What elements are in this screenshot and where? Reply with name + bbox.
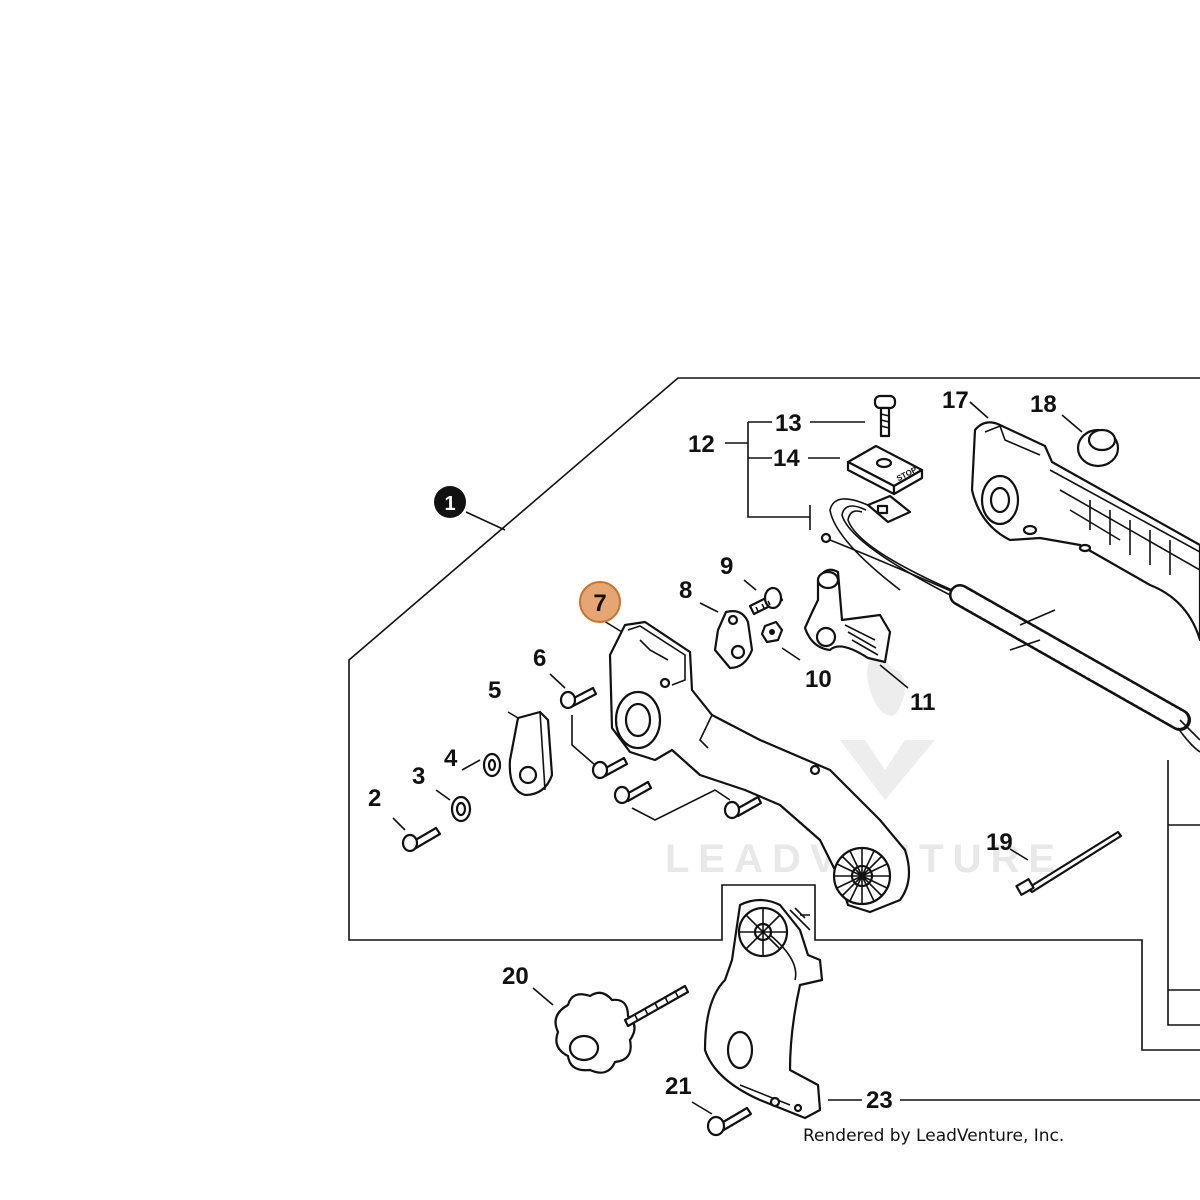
part-19-cable-tie[interactable]: [1015, 830, 1123, 896]
label-7-highlight[interactable]: 7: [579, 581, 621, 623]
assembly-callout-1[interactable]: 1: [434, 486, 506, 531]
part-20-knob[interactable]: [554, 984, 690, 1074]
label-18[interactable]: 18: [1030, 391, 1057, 418]
part-18-grommet[interactable]: [1076, 428, 1120, 468]
label-13[interactable]: 13: [775, 410, 802, 437]
part-2-screw[interactable]: [401, 826, 442, 853]
label-20[interactable]: 20: [502, 963, 529, 990]
label-12[interactable]: 12: [688, 431, 715, 458]
part-3-washer[interactable]: [450, 795, 472, 823]
part-8-bracket[interactable]: [713, 610, 754, 670]
group-12-bracket: [725, 421, 865, 530]
part-11-trigger[interactable]: [803, 568, 892, 664]
label-10[interactable]: 10: [805, 666, 832, 693]
part-5-lever[interactable]: [508, 710, 554, 797]
part-6-screws[interactable]: [559, 686, 763, 821]
label-21[interactable]: 21: [665, 1073, 692, 1100]
label-9[interactable]: 9: [720, 553, 733, 580]
label-2[interactable]: 2: [368, 785, 381, 812]
part-17-handle[interactable]: [970, 421, 1200, 642]
label-23[interactable]: 23: [866, 1087, 893, 1114]
render-credit: Rendered by LeadVenture, Inc.: [803, 1126, 1064, 1146]
part-23-clamp[interactable]: [703, 898, 824, 1120]
label-6[interactable]: 6: [533, 645, 546, 672]
label-3[interactable]: 3: [412, 763, 425, 790]
part-labels: 2 3 4 5 6 7 8 9 10 11 12 13 14 17 18 19 …: [368, 387, 1057, 1114]
part-7-handle-body[interactable]: [608, 620, 911, 914]
assembly-outline: [348, 377, 1200, 1051]
right-bracket-lines: [1167, 760, 1200, 1026]
label-4[interactable]: 4: [444, 745, 458, 772]
stop-switch-harness[interactable]: [820, 494, 1200, 753]
label-17[interactable]: 17: [942, 387, 969, 414]
label-8[interactable]: 8: [679, 577, 692, 604]
part-14-clip[interactable]: STOP: [846, 444, 924, 496]
label-14[interactable]: 14: [773, 445, 800, 472]
leader-lines: [392, 401, 1200, 1115]
label-5[interactable]: 5: [488, 677, 501, 704]
label-11[interactable]: 11: [910, 689, 935, 716]
label-19[interactable]: 19: [986, 829, 1013, 856]
part-10-nut[interactable]: [760, 620, 784, 644]
part-9-screw[interactable]: [748, 586, 784, 616]
assembly-callout-label: 1: [444, 493, 455, 515]
part-21-screw[interactable]: [706, 1106, 753, 1137]
part-4-washer[interactable]: [482, 752, 502, 778]
label-7[interactable]: 7: [593, 590, 606, 617]
part-13-screw[interactable]: [873, 394, 897, 438]
